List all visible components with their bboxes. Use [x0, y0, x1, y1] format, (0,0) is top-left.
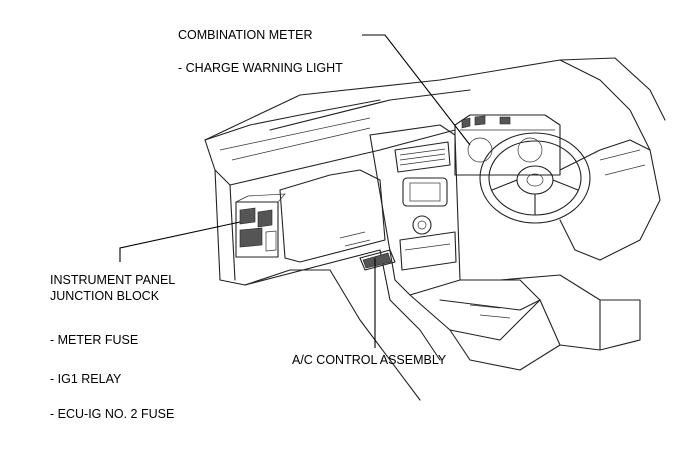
ig1-relay-item: - IG1 RELAY [50, 372, 122, 386]
leader-junction-block [119, 221, 241, 262]
glovebox-panel [214, 169, 381, 286]
meter-cluster [454, 114, 561, 176]
charge-warning-light-item: - CHARGE WARNING LIGHT [178, 61, 343, 75]
junction-block-title-line1: INSTRUMENT PANEL [50, 273, 176, 287]
ac-control-component [359, 249, 396, 271]
center-console [409, 279, 541, 341]
windshield-outline [204, 57, 616, 141]
leader-combination-meter [362, 34, 471, 146]
ecu-ig-fuse-item: - ECU-IG NO. 2 FUSE [50, 407, 175, 421]
junction-block-title-line2: JUNCTION BLOCK [50, 289, 160, 303]
meter-fuse-item: - METER FUSE [50, 333, 139, 347]
combination-meter-title: COMBINATION METER [178, 28, 313, 42]
junction-block-component [235, 193, 286, 258]
steering-wheel [479, 132, 591, 224]
ac-control-title: A/C CONTROL ASSEMBLY [292, 353, 447, 367]
